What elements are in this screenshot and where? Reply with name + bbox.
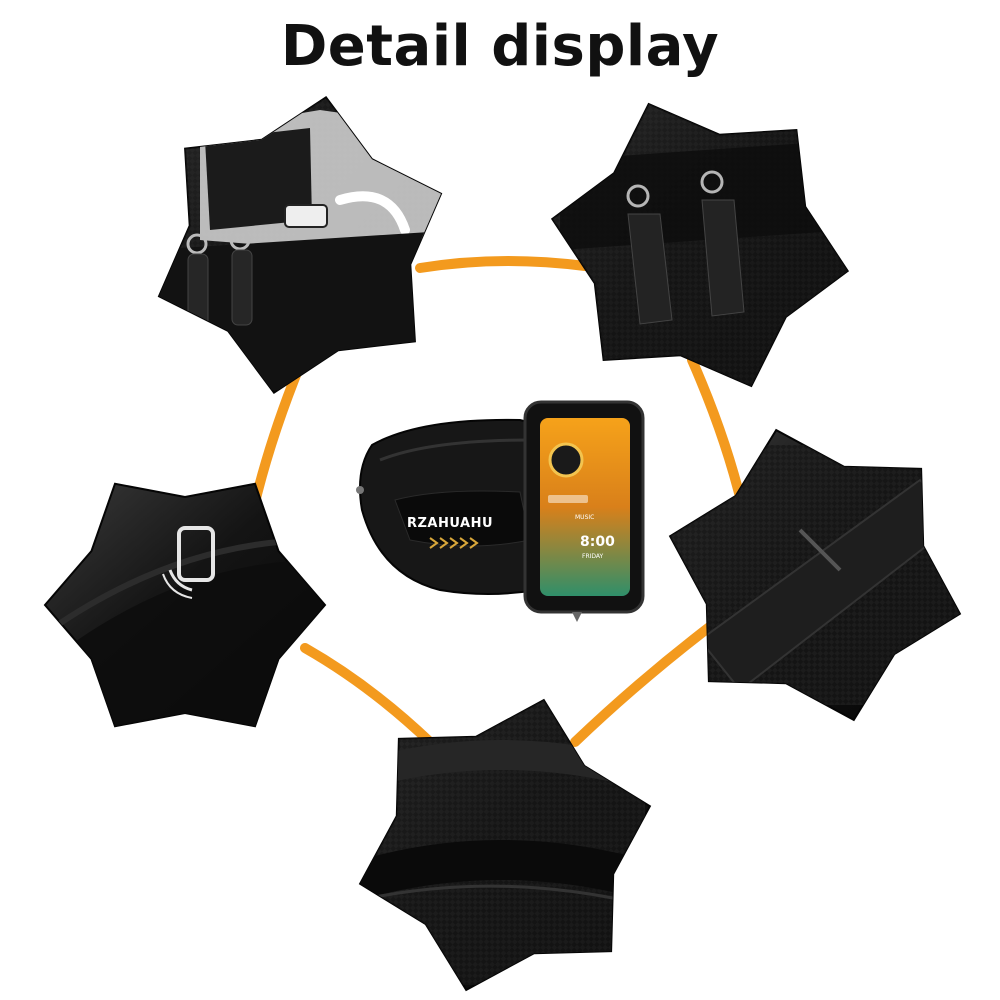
zipper-pull-icon (572, 612, 582, 622)
phone-screen (540, 418, 630, 596)
chevron-pattern-icon (429, 537, 479, 549)
velcro-strap (698, 478, 960, 692)
connector-right-lower (570, 620, 717, 747)
left-phone-icon-detail (43, 482, 327, 728)
strap-buckle (798, 528, 842, 572)
connector-right-upper (687, 355, 747, 510)
connector-top (415, 255, 590, 273)
zipper-pull-icon (356, 486, 364, 494)
top-right-zipper-detail (550, 102, 850, 388)
right-strap-detail (668, 428, 962, 722)
screen-app-label: MUSIC (575, 514, 594, 521)
zipper-pull-icon (626, 170, 745, 325)
product-bag: RZAHUAHU MUSIC 8:00 FRIDAY (356, 400, 645, 622)
cable-port-icon (284, 204, 328, 228)
phone-case: MUSIC 8:00 FRIDAY (523, 400, 645, 622)
brand-label: RZAHUAHU (407, 516, 493, 531)
top-left-zipper-detail (157, 95, 443, 395)
screen-time: 8:00 (580, 534, 615, 550)
phone-touch-icon (162, 526, 215, 599)
connector-ring (247, 255, 747, 747)
screen-day: FRIDAY (582, 553, 604, 560)
bottom-carbon-detail (358, 698, 652, 992)
page-title: Detail display (280, 14, 720, 79)
zipper-pull-icon (186, 229, 253, 330)
connector-left-lower (300, 643, 435, 747)
